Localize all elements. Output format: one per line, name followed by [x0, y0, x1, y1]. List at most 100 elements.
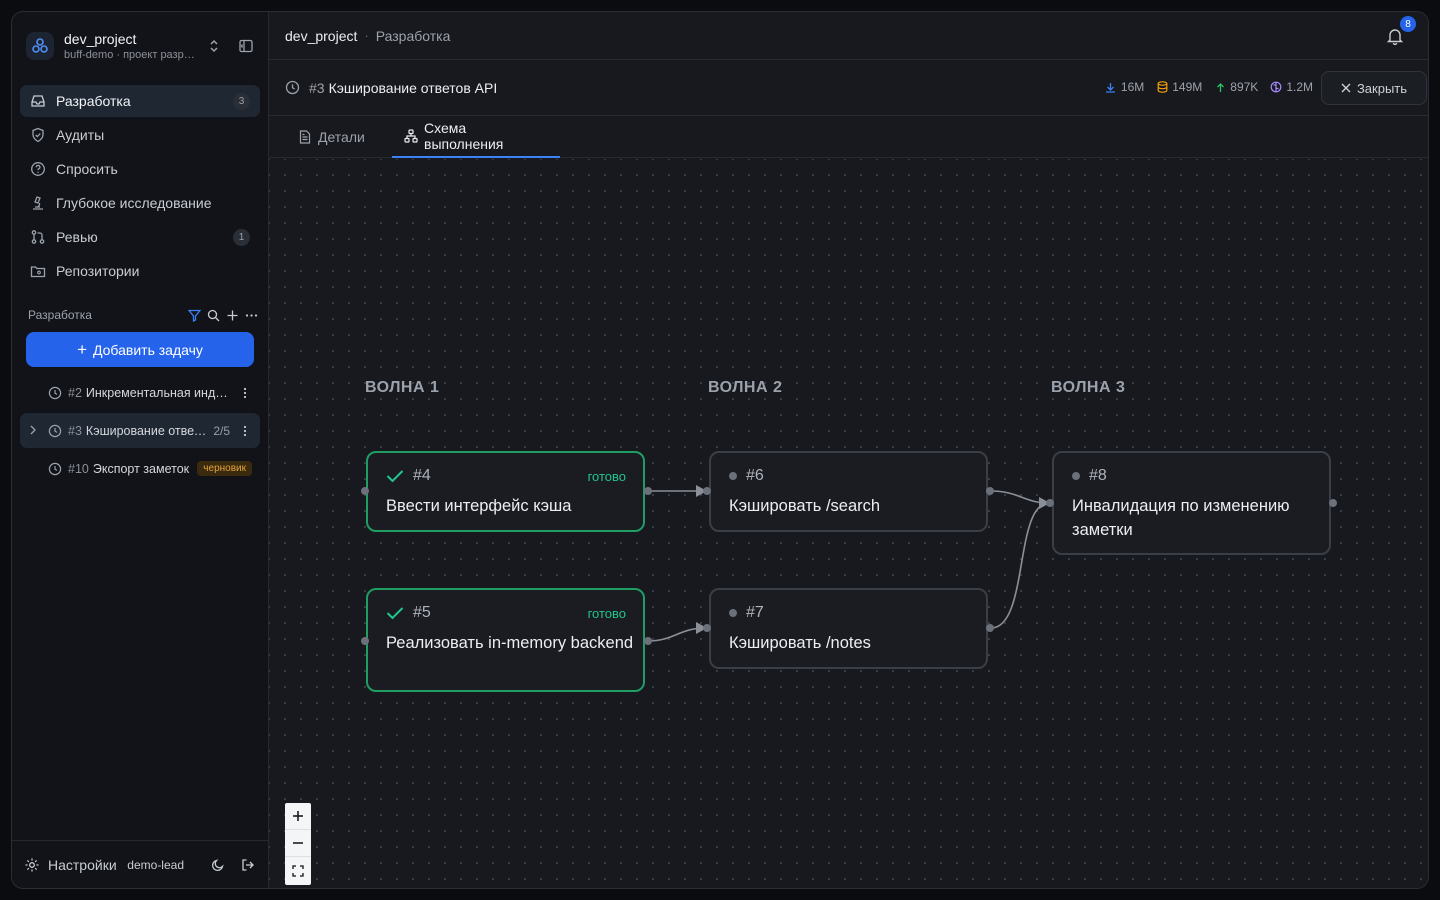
- breadcrumb-project[interactable]: dev_project: [285, 27, 358, 44]
- nav-item-review[interactable]: Ревью 1: [20, 221, 260, 253]
- upload-icon: [1214, 81, 1226, 93]
- node-port[interactable]: [1046, 499, 1054, 507]
- edge-7-8: [990, 502, 1050, 629]
- main-nav: Разработка 3 Аудиты Спросить Глубокое ис…: [20, 85, 260, 289]
- plus-icon: +: [77, 340, 87, 359]
- nav-item-ask[interactable]: Спросить: [20, 153, 260, 185]
- plus-icon[interactable]: [226, 309, 239, 322]
- nav-count-badge: 3: [233, 93, 250, 110]
- logout-icon[interactable]: [240, 857, 256, 873]
- file-text-icon: [298, 130, 312, 144]
- task-title: Экспорт заметок: [92, 461, 190, 476]
- execution-graph-canvas[interactable]: ВОЛНА 1 ВОЛНА 2 ВОЛНА 3 #4 готово Ввести…: [269, 159, 1428, 888]
- token-stats: 16M 149M 897K 1.2M: [1105, 80, 1313, 94]
- graph-node[interactable]: #5 готово Реализовать in-memory backend: [366, 588, 645, 692]
- node-port[interactable]: [644, 637, 652, 645]
- section-title: Разработка: [28, 308, 92, 322]
- pending-dot: [1072, 472, 1080, 480]
- top-bar: dev_project · Разработка 8: [269, 12, 1428, 60]
- pending-dot: [729, 609, 737, 617]
- graph-node[interactable]: #6 Кэшировать /search: [709, 451, 988, 532]
- breadcrumb-page[interactable]: Разработка: [375, 27, 451, 44]
- gear-icon[interactable]: [24, 857, 40, 873]
- task-item[interactable]: #3 Кэширование ответов API 2/5: [20, 413, 260, 448]
- task-title: Кэширование ответов API: [328, 79, 498, 96]
- task-title: Кэширование ответов API: [85, 423, 207, 438]
- nav-label: Спросить: [56, 161, 118, 177]
- graph-node[interactable]: #8 Инвалидация по изменению заметки: [1052, 451, 1331, 555]
- more-vertical-icon[interactable]: [238, 424, 252, 438]
- sidebar-collapse-icon[interactable]: [236, 36, 256, 56]
- close-label: Закрыть: [1356, 80, 1408, 96]
- nav-item-deep-research[interactable]: Глубокое исследование: [20, 187, 260, 219]
- bell-icon[interactable]: [1385, 26, 1405, 46]
- nav-label: Глубокое исследование: [56, 195, 212, 211]
- add-task-button[interactable]: + Добавить задачу: [26, 332, 254, 367]
- graph-node[interactable]: #4 готово Ввести интерфейс кэша: [366, 451, 645, 532]
- search-icon[interactable]: [207, 309, 220, 322]
- nav-item-development[interactable]: Разработка 3: [20, 85, 260, 117]
- zoom-in-button[interactable]: [285, 803, 311, 830]
- nav-item-audits[interactable]: Аудиты: [20, 119, 260, 151]
- node-port[interactable]: [986, 624, 994, 632]
- node-number: #7: [746, 604, 764, 621]
- node-port[interactable]: [986, 487, 994, 495]
- node-port[interactable]: [703, 487, 711, 495]
- graph-node[interactable]: #7 Кэшировать /notes: [709, 588, 988, 669]
- project-logo-icon: [26, 32, 54, 60]
- stat-brain: 1.2M: [1270, 80, 1313, 94]
- chevron-right-icon[interactable]: [27, 424, 39, 436]
- project-subtitle: buff-demo · проект разработки: [64, 48, 196, 61]
- folder-git-icon: [30, 263, 46, 279]
- more-vertical-icon[interactable]: [238, 386, 252, 400]
- sidebar: dev_project buff-demo · проект разработк…: [12, 12, 269, 888]
- task-title: Инкрементальная индексация: [85, 385, 230, 400]
- sidebar-footer: Настройки demo-lead: [12, 840, 268, 888]
- zoom-out-button[interactable]: [285, 830, 311, 857]
- git-pull-request-icon: [30, 229, 46, 245]
- node-title: Ввести интерфейс кэша: [386, 497, 572, 515]
- task-number: #2: [68, 385, 82, 400]
- task-header: #3 Кэширование ответов API 16M 149M 897K: [269, 60, 1428, 116]
- nav-label: Репозитории: [56, 263, 140, 279]
- moon-icon[interactable]: [210, 857, 226, 873]
- node-port[interactable]: [703, 624, 711, 632]
- edge-6-8: [990, 490, 1050, 509]
- microscope-icon: [30, 195, 46, 211]
- clock-icon: [48, 386, 62, 400]
- settings-link[interactable]: Настройки: [48, 856, 117, 873]
- close-button[interactable]: Закрыть: [1321, 71, 1427, 105]
- download-icon: [1105, 81, 1117, 93]
- node-status: готово: [587, 606, 626, 621]
- task-number: #3: [68, 423, 82, 438]
- node-port[interactable]: [644, 487, 652, 495]
- node-title: Инвалидация по изменению заметки: [1072, 497, 1290, 539]
- nav-count-badge: 1: [233, 229, 250, 246]
- node-status: готово: [587, 469, 626, 484]
- edge-5-7: [647, 622, 707, 642]
- task-item[interactable]: #2 Инкрементальная индексация: [20, 375, 260, 410]
- shield-icon: [30, 127, 46, 143]
- node-port[interactable]: [1329, 499, 1337, 507]
- node-port[interactable]: [361, 487, 369, 495]
- more-horizontal-icon[interactable]: [245, 309, 258, 322]
- pending-dot: [729, 472, 737, 480]
- database-icon: [1156, 81, 1168, 93]
- nav-item-repositories[interactable]: Репозитории: [20, 255, 260, 287]
- draft-badge: черновик: [197, 461, 252, 476]
- clock-icon: [48, 462, 62, 476]
- zoom-controls: [285, 803, 311, 885]
- node-port[interactable]: [361, 637, 369, 645]
- tab-details[interactable]: Детали: [286, 116, 377, 158]
- tab-execution-graph[interactable]: Схема выполнения: [392, 116, 560, 158]
- notification-count-badge: 8: [1400, 16, 1416, 32]
- project-switcher[interactable]: dev_project buff-demo · проект разработк…: [26, 28, 258, 64]
- fit-view-button[interactable]: [285, 857, 311, 884]
- task-item[interactable]: #10 Экспорт заметок черновик: [20, 451, 260, 486]
- chevrons-up-down-icon[interactable]: [206, 36, 222, 56]
- nav-label: Разработка: [56, 93, 131, 109]
- tasks-section-header: Разработка: [28, 306, 258, 324]
- project-name: dev_project: [64, 30, 137, 47]
- node-title: Реализовать in-memory backend: [386, 634, 634, 652]
- filter-icon[interactable]: [188, 309, 201, 322]
